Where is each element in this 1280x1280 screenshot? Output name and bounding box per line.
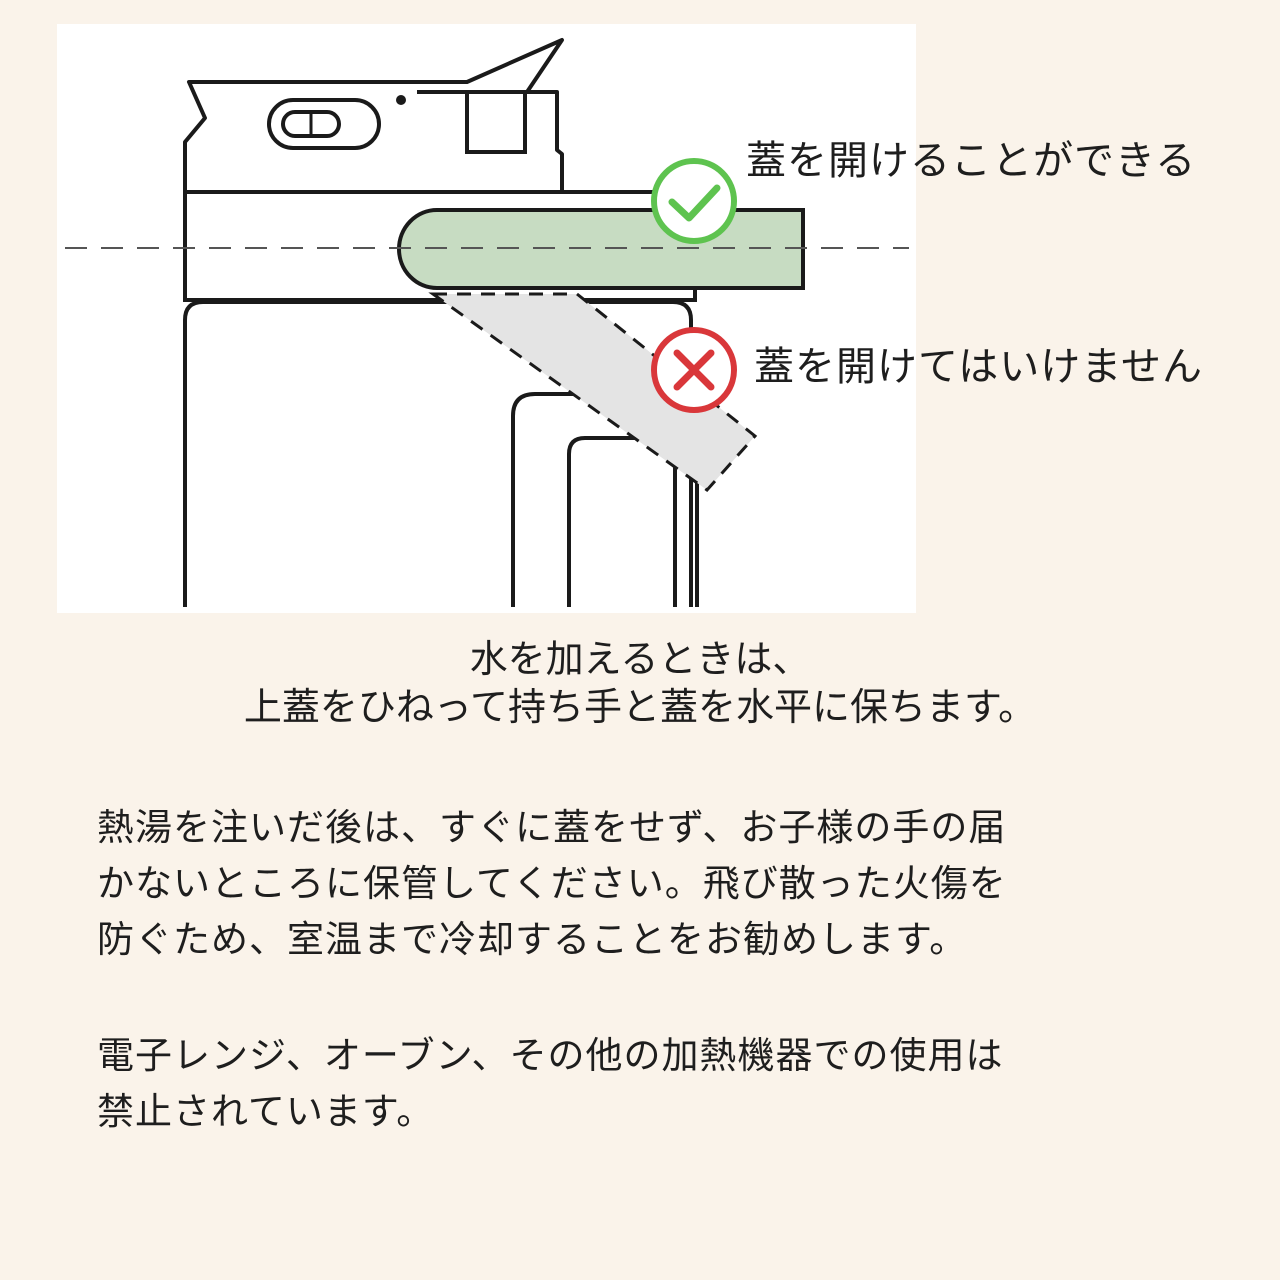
handle-loop-inner: [567, 436, 677, 607]
handle-loop-outer: [511, 392, 699, 607]
check-circle-icon: [651, 158, 737, 244]
caption-line-1: 水を加えるときは、: [469, 637, 811, 681]
bottle-lid-diagram: [65, 38, 909, 607]
label-can-open: 蓋を開けることができる: [746, 138, 1197, 184]
diagram-panel: [57, 24, 916, 613]
handle-correct-position: [397, 208, 805, 290]
hot-water-note: 熱湯を注いだ後は、すぐに蓋をせず、お子様の手の届 かないところに保管してください…: [97, 806, 1007, 961]
handle-wrong-position: [428, 292, 758, 493]
caption-line-2: 上蓋をひねって持ち手と蓋を水平に保ちます。: [243, 685, 1037, 729]
cross-circle-icon: [651, 327, 737, 413]
microwave-note: 電子レンジ、オーブン、その他の加熱機器での使用は 禁止されています。: [97, 1034, 1004, 1133]
spout-block: [465, 90, 527, 154]
label-do-not-open: 蓋を開けてはいけません: [754, 344, 1203, 390]
